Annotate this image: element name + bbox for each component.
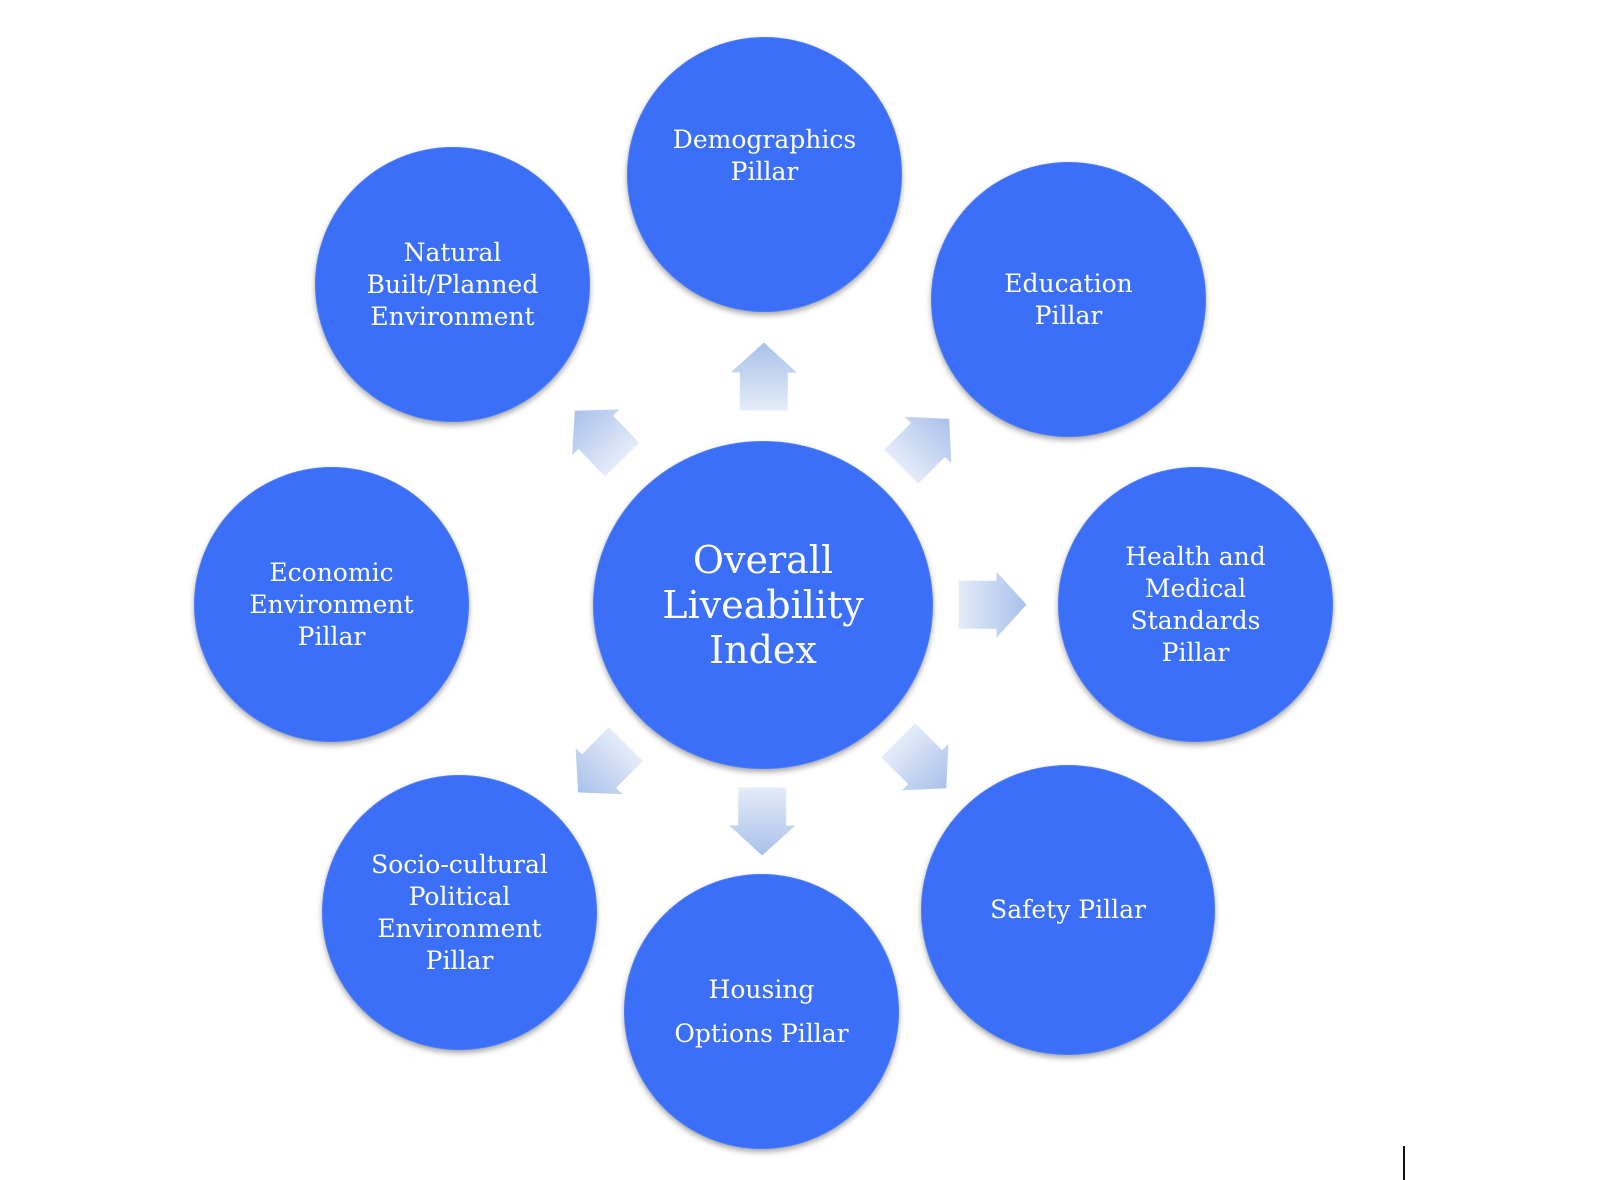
arrow-group	[730, 342, 797, 411]
node-label: Socio-cultural Political Environment Pil…	[371, 849, 548, 975]
node-label: Economic Environment Pillar	[249, 557, 414, 651]
node-label: Natural Built/Planned Environment	[366, 237, 539, 331]
arrow-group	[572, 409, 640, 477]
node-education-pillar: Education Pillar	[931, 162, 1206, 437]
node-label: Housing Options Pillar	[674, 974, 849, 1048]
node-label: Education Pillar	[1004, 268, 1133, 330]
arrow-to-housing	[729, 787, 796, 856]
arrow-to-natural	[572, 409, 640, 477]
node-label: Health and Medical Standards Pillar	[1125, 541, 1266, 667]
arrow-group	[729, 787, 796, 856]
node-label: Demographics Pillar	[672, 124, 857, 186]
node-economic-environment-pillar: Economic Environment Pillar	[194, 467, 469, 742]
arrow-to-sociocultural	[575, 727, 643, 795]
node-overall-liveability-index: Overall Liveability Index	[593, 441, 933, 769]
node-sociocultural-political-pillar: Socio-cultural Political Environment Pil…	[322, 775, 597, 1050]
node-safety-pillar: Safety Pillar	[921, 765, 1215, 1055]
node-health-medical-pillar: Health and Medical Standards Pillar	[1058, 467, 1333, 742]
node-label: Safety Pillar	[990, 895, 1146, 924]
node-label: Overall Liveability Index	[662, 537, 864, 672]
node-demographics-pillar: Demographics Pillar	[627, 37, 902, 312]
arrow-group	[958, 571, 1027, 638]
node-natural-built-environment: Natural Built/Planned Environment	[315, 147, 590, 422]
text-cursor	[1403, 1146, 1405, 1180]
arrow-to-education	[884, 416, 952, 484]
arrow-to-health	[958, 571, 1027, 638]
node-housing-options-pillar: Housing Options Pillar	[624, 874, 899, 1149]
arrow-to-demographics	[730, 342, 797, 411]
arrow-group	[575, 727, 643, 795]
arrow-group	[884, 416, 952, 484]
arrow-to-safety	[881, 723, 949, 791]
arrow-group	[881, 723, 949, 791]
